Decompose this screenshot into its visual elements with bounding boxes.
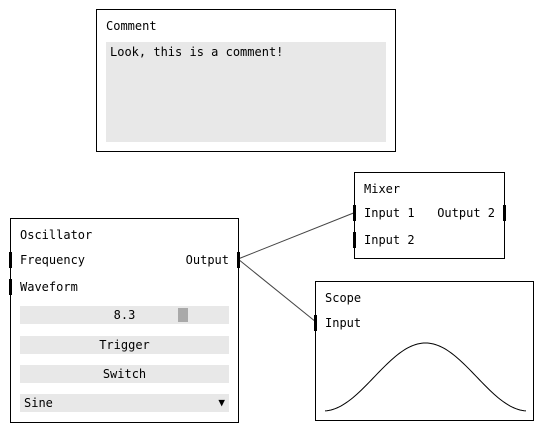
oscillator-node[interactable]: Oscillator Frequency Output Waveform 8.3… [9, 218, 240, 423]
mixer-output-2-label: Output 2 [437, 206, 495, 220]
mixer-node[interactable]: Mixer Input 1 Output 2 Input 2 [353, 172, 506, 259]
scope-input-port[interactable] [314, 315, 317, 331]
waveform-select-value: Sine [24, 396, 53, 410]
frequency-input-label: Frequency [20, 253, 86, 267]
waveform-input-label: Waveform [20, 280, 78, 294]
frequency-slider-value: 8.3 [113, 308, 136, 322]
oscillator-output-label: Output [185, 253, 229, 267]
oscillator-output-port[interactable] [237, 252, 240, 268]
mixer-title: Mixer [364, 182, 401, 196]
waveform-input-port[interactable] [9, 279, 12, 295]
scope-title: Scope [325, 291, 362, 305]
frequency-slider[interactable]: 8.3 [20, 306, 229, 324]
scope-input-label: Input [325, 316, 362, 330]
scope-waveform-trace [325, 342, 526, 412]
switch-button[interactable]: Switch [20, 365, 229, 383]
link-oscillator-to-scope[interactable] [237, 258, 317, 323]
mixer-input-1-port[interactable] [353, 205, 356, 221]
mixer-output-2-port[interactable] [503, 205, 506, 221]
comment-text: Look, this is a comment! [110, 45, 284, 59]
mixer-input-2-label: Input 2 [364, 233, 415, 247]
frequency-input-port[interactable] [9, 252, 12, 268]
link-oscillator-to-mixer[interactable] [237, 211, 357, 260]
comment-title: Comment [106, 19, 157, 33]
comment-node[interactable]: Comment Look, this is a comment! [96, 9, 396, 152]
mixer-input-1-label: Input 1 [364, 206, 415, 220]
frequency-slider-thumb[interactable] [178, 308, 188, 322]
oscillator-title: Oscillator [20, 228, 93, 242]
mixer-input-2-port[interactable] [353, 232, 356, 248]
scope-node[interactable]: Scope Input [314, 281, 534, 421]
waveform-select[interactable]: Sine ▼ [20, 394, 229, 412]
comment-text-area[interactable]: Look, this is a comment! [106, 42, 386, 142]
scope-waveform-display [325, 342, 526, 412]
chevron-down-icon: ▼ [218, 396, 225, 409]
trigger-button[interactable]: Trigger [20, 336, 229, 354]
